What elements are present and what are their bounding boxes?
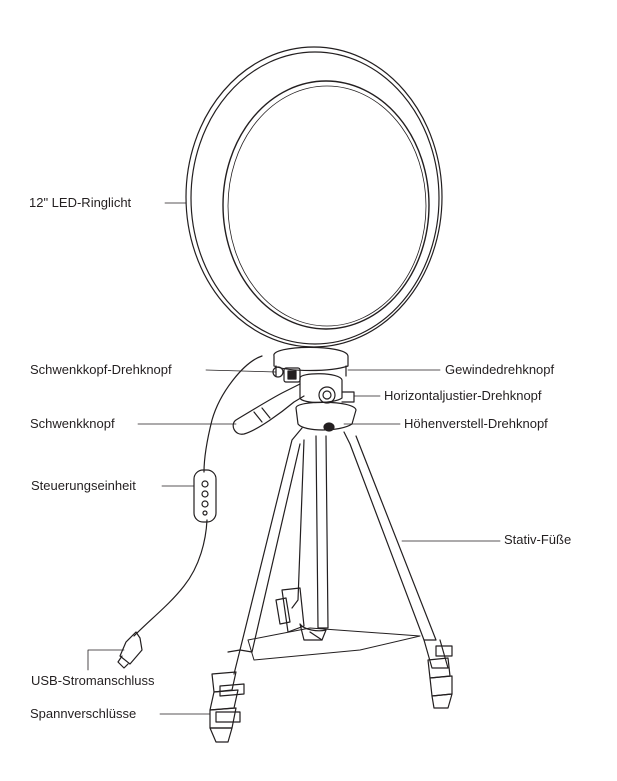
leader-lines bbox=[87, 202, 501, 715]
label-clamp-locks: Spannverschlüsse bbox=[30, 706, 137, 721]
swivel-head bbox=[272, 346, 357, 432]
label-horizontal-knob: Horizontaljustier-Drehknopf bbox=[384, 388, 542, 403]
cable-and-control-unit bbox=[117, 355, 263, 669]
leader-swivel-head-knob bbox=[205, 369, 277, 373]
label-swivel-head-knob: Schwenkkopf-Drehknopf bbox=[30, 362, 172, 377]
label-usb-power: USB-Stromanschluss bbox=[31, 673, 155, 688]
ring-light bbox=[185, 46, 443, 348]
label-height-knob: Höhenverstell-Drehknopf bbox=[404, 416, 548, 431]
swivel-handle bbox=[232, 383, 305, 435]
label-thread-knob: Gewindedrehknopf bbox=[445, 362, 555, 377]
tripod-legs bbox=[209, 427, 453, 743]
label-tripod-legs: Stativ-Füße bbox=[504, 532, 572, 547]
label-control-unit: Steuerungseinheit bbox=[31, 478, 136, 493]
label-swivel-knob: Schwenkknopf bbox=[30, 416, 115, 431]
label-ring-light: 12" LED-Ringlicht bbox=[29, 195, 132, 210]
leader-usb-power bbox=[87, 649, 125, 671]
